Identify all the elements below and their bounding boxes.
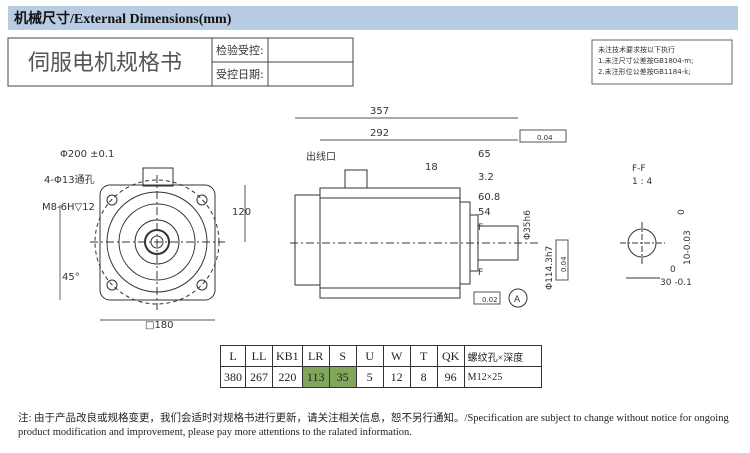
side-len18: 18 bbox=[425, 162, 438, 173]
table-cell: 220 bbox=[272, 366, 303, 388]
front-dia200: Φ200 ±0.1 bbox=[60, 149, 114, 160]
table-header-cell: QK bbox=[436, 345, 465, 367]
section-header: 机械尺寸/External Dimensions(mm) bbox=[8, 6, 738, 30]
table-header-cell: LR bbox=[301, 345, 330, 367]
spec-field-date: 受控日期: bbox=[216, 67, 264, 81]
table-cell: 8 bbox=[409, 366, 438, 388]
side-cable-outlet: 出线口 bbox=[306, 150, 336, 163]
dimension-table: L LL KB1 LR S U W T QK 螺纹孔×深度 380 267 22… bbox=[220, 345, 542, 388]
side-dia114: Φ114.3h7 bbox=[545, 246, 555, 290]
section-mark-top: F bbox=[478, 223, 483, 233]
front-dim120: 120 bbox=[232, 207, 251, 218]
section-v2: 10-0.03 bbox=[683, 230, 693, 265]
section-mark-bottom: F bbox=[478, 268, 483, 278]
front-square180: □180 bbox=[145, 320, 174, 331]
section-title: 机械尺寸/External Dimensions(mm) bbox=[14, 12, 232, 27]
table-header-cell: U bbox=[355, 345, 384, 367]
spec-title: 伺服电机规格书 bbox=[28, 51, 182, 76]
front-holes: 4-Φ13通孔 bbox=[44, 174, 95, 186]
section-v3: 0 bbox=[670, 265, 676, 275]
technical-drawing: 伺服电机规格书 检验受控: 受控日期: 未注技术要求按以下执行 1.未注尺寸公差… bbox=[7, 37, 733, 331]
table-header-cell: 螺纹孔×深度 bbox=[463, 345, 542, 367]
section-v4: 30 -0.1 bbox=[660, 278, 692, 288]
front-thread: M8-6H▽12 bbox=[42, 202, 95, 213]
tech-note-line2: 1.未注尺寸公差按GB1804-m; bbox=[598, 56, 693, 65]
table-row: 380 267 220 113 35 5 12 8 96 M12×25 bbox=[220, 366, 542, 388]
datum-label: A bbox=[514, 295, 521, 305]
section-v1: 0 bbox=[677, 209, 687, 215]
table-header-cell: T bbox=[409, 345, 438, 367]
table-cell: 267 bbox=[245, 366, 273, 388]
tolerance-b: 0.02 bbox=[482, 296, 498, 304]
side-len3-2: 3.2 bbox=[478, 172, 494, 183]
side-len65: 65 bbox=[478, 149, 491, 160]
table-cell-highlight: 113 bbox=[301, 366, 330, 388]
table-header-cell: LL bbox=[245, 345, 273, 367]
table-header-cell: L bbox=[220, 345, 246, 367]
side-view bbox=[290, 169, 540, 308]
table-header-row: L LL KB1 LR S U W T QK 螺纹孔×深度 bbox=[220, 345, 542, 367]
side-len54: 54 bbox=[478, 207, 491, 218]
tolerance-a: 0.04 bbox=[537, 134, 553, 142]
tech-note-line1: 未注技术要求按以下执行 bbox=[598, 45, 675, 54]
footer-note: 注: 由于产品改良或规格变更，我们会适时对规格书进行更新，请关注相关信息，恕不另… bbox=[18, 413, 729, 438]
side-len60-8: 60.8 bbox=[478, 192, 500, 203]
table-header-cell: W bbox=[382, 345, 411, 367]
table-cell: 12 bbox=[382, 366, 411, 388]
table-cell: 96 bbox=[436, 366, 465, 388]
tech-note-line3: 2.未注形位公差按GB1184-k; bbox=[598, 67, 691, 76]
section-scale: 1 : 4 bbox=[632, 177, 652, 187]
front-angle: 45° bbox=[62, 272, 80, 283]
side-len292: 292 bbox=[370, 128, 389, 139]
table-cell: M12×25 bbox=[463, 366, 542, 388]
table-cell: 5 bbox=[355, 366, 384, 388]
table-cell: 380 bbox=[220, 366, 246, 388]
side-dia35: Φ35h6 bbox=[523, 210, 533, 240]
section-view bbox=[620, 222, 665, 279]
table-cell-highlight: 35 bbox=[328, 366, 357, 388]
front-view bbox=[59, 167, 225, 310]
section-title: F-F bbox=[632, 164, 646, 174]
side-len357: 357 bbox=[370, 106, 389, 117]
tolerance-c: 0.04 bbox=[560, 256, 568, 272]
table-header-cell: S bbox=[328, 345, 357, 367]
table-header-cell: KB1 bbox=[272, 345, 303, 367]
spec-field-inspection: 检验受控: bbox=[216, 43, 264, 57]
